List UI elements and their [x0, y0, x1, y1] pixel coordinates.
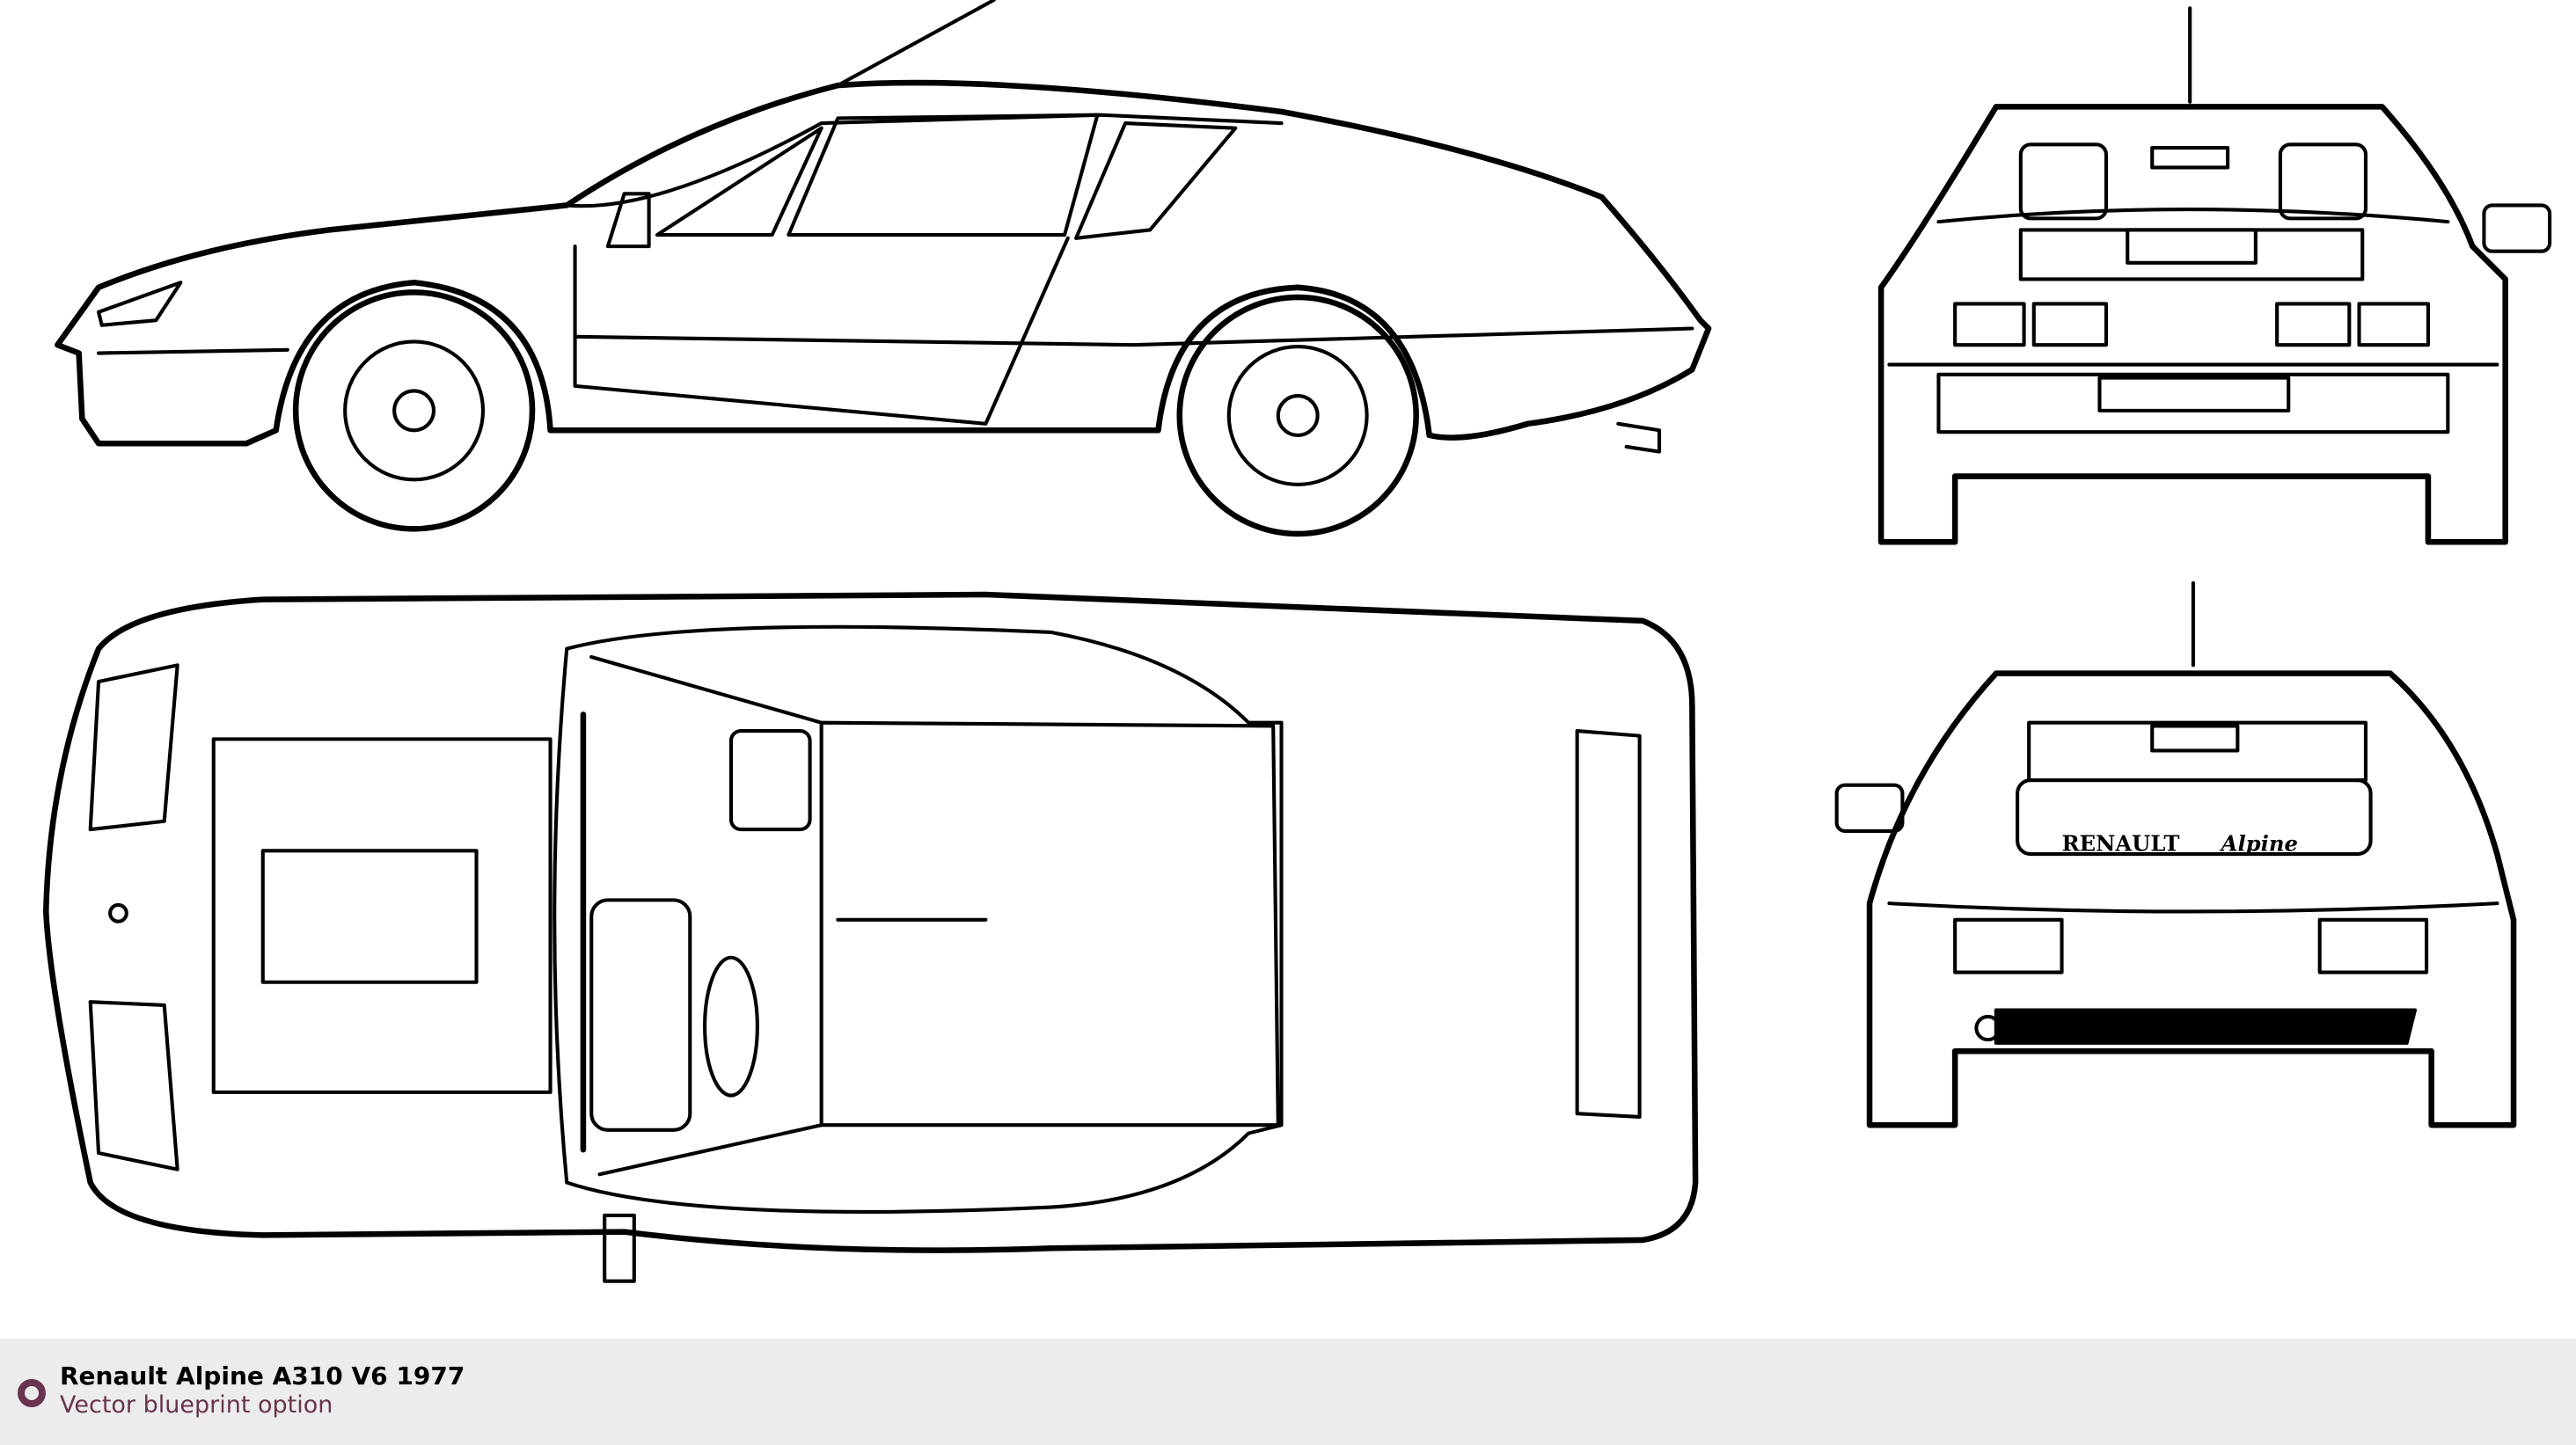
blueprint-title: Renault Alpine A310 V6 1977	[60, 1361, 465, 1390]
circle-logo-icon	[18, 1379, 46, 1407]
car-blueprint-drawing: RENAULT Alpine	[43, 0, 2552, 1283]
top-view	[43, 591, 1699, 1283]
front-view	[1877, 6, 2552, 545]
caption-footer: Renault Alpine A310 V6 1977 Vector bluep…	[0, 1339, 2576, 1445]
alpine-badge: Alpine	[2220, 830, 2298, 856]
blueprint-subtitle: Vector blueprint option	[60, 1391, 333, 1419]
side-view	[55, 0, 1712, 537]
renault-badge: RENAULT	[2062, 830, 2180, 856]
rear-view: RENAULT Alpine	[1834, 580, 2517, 1128]
